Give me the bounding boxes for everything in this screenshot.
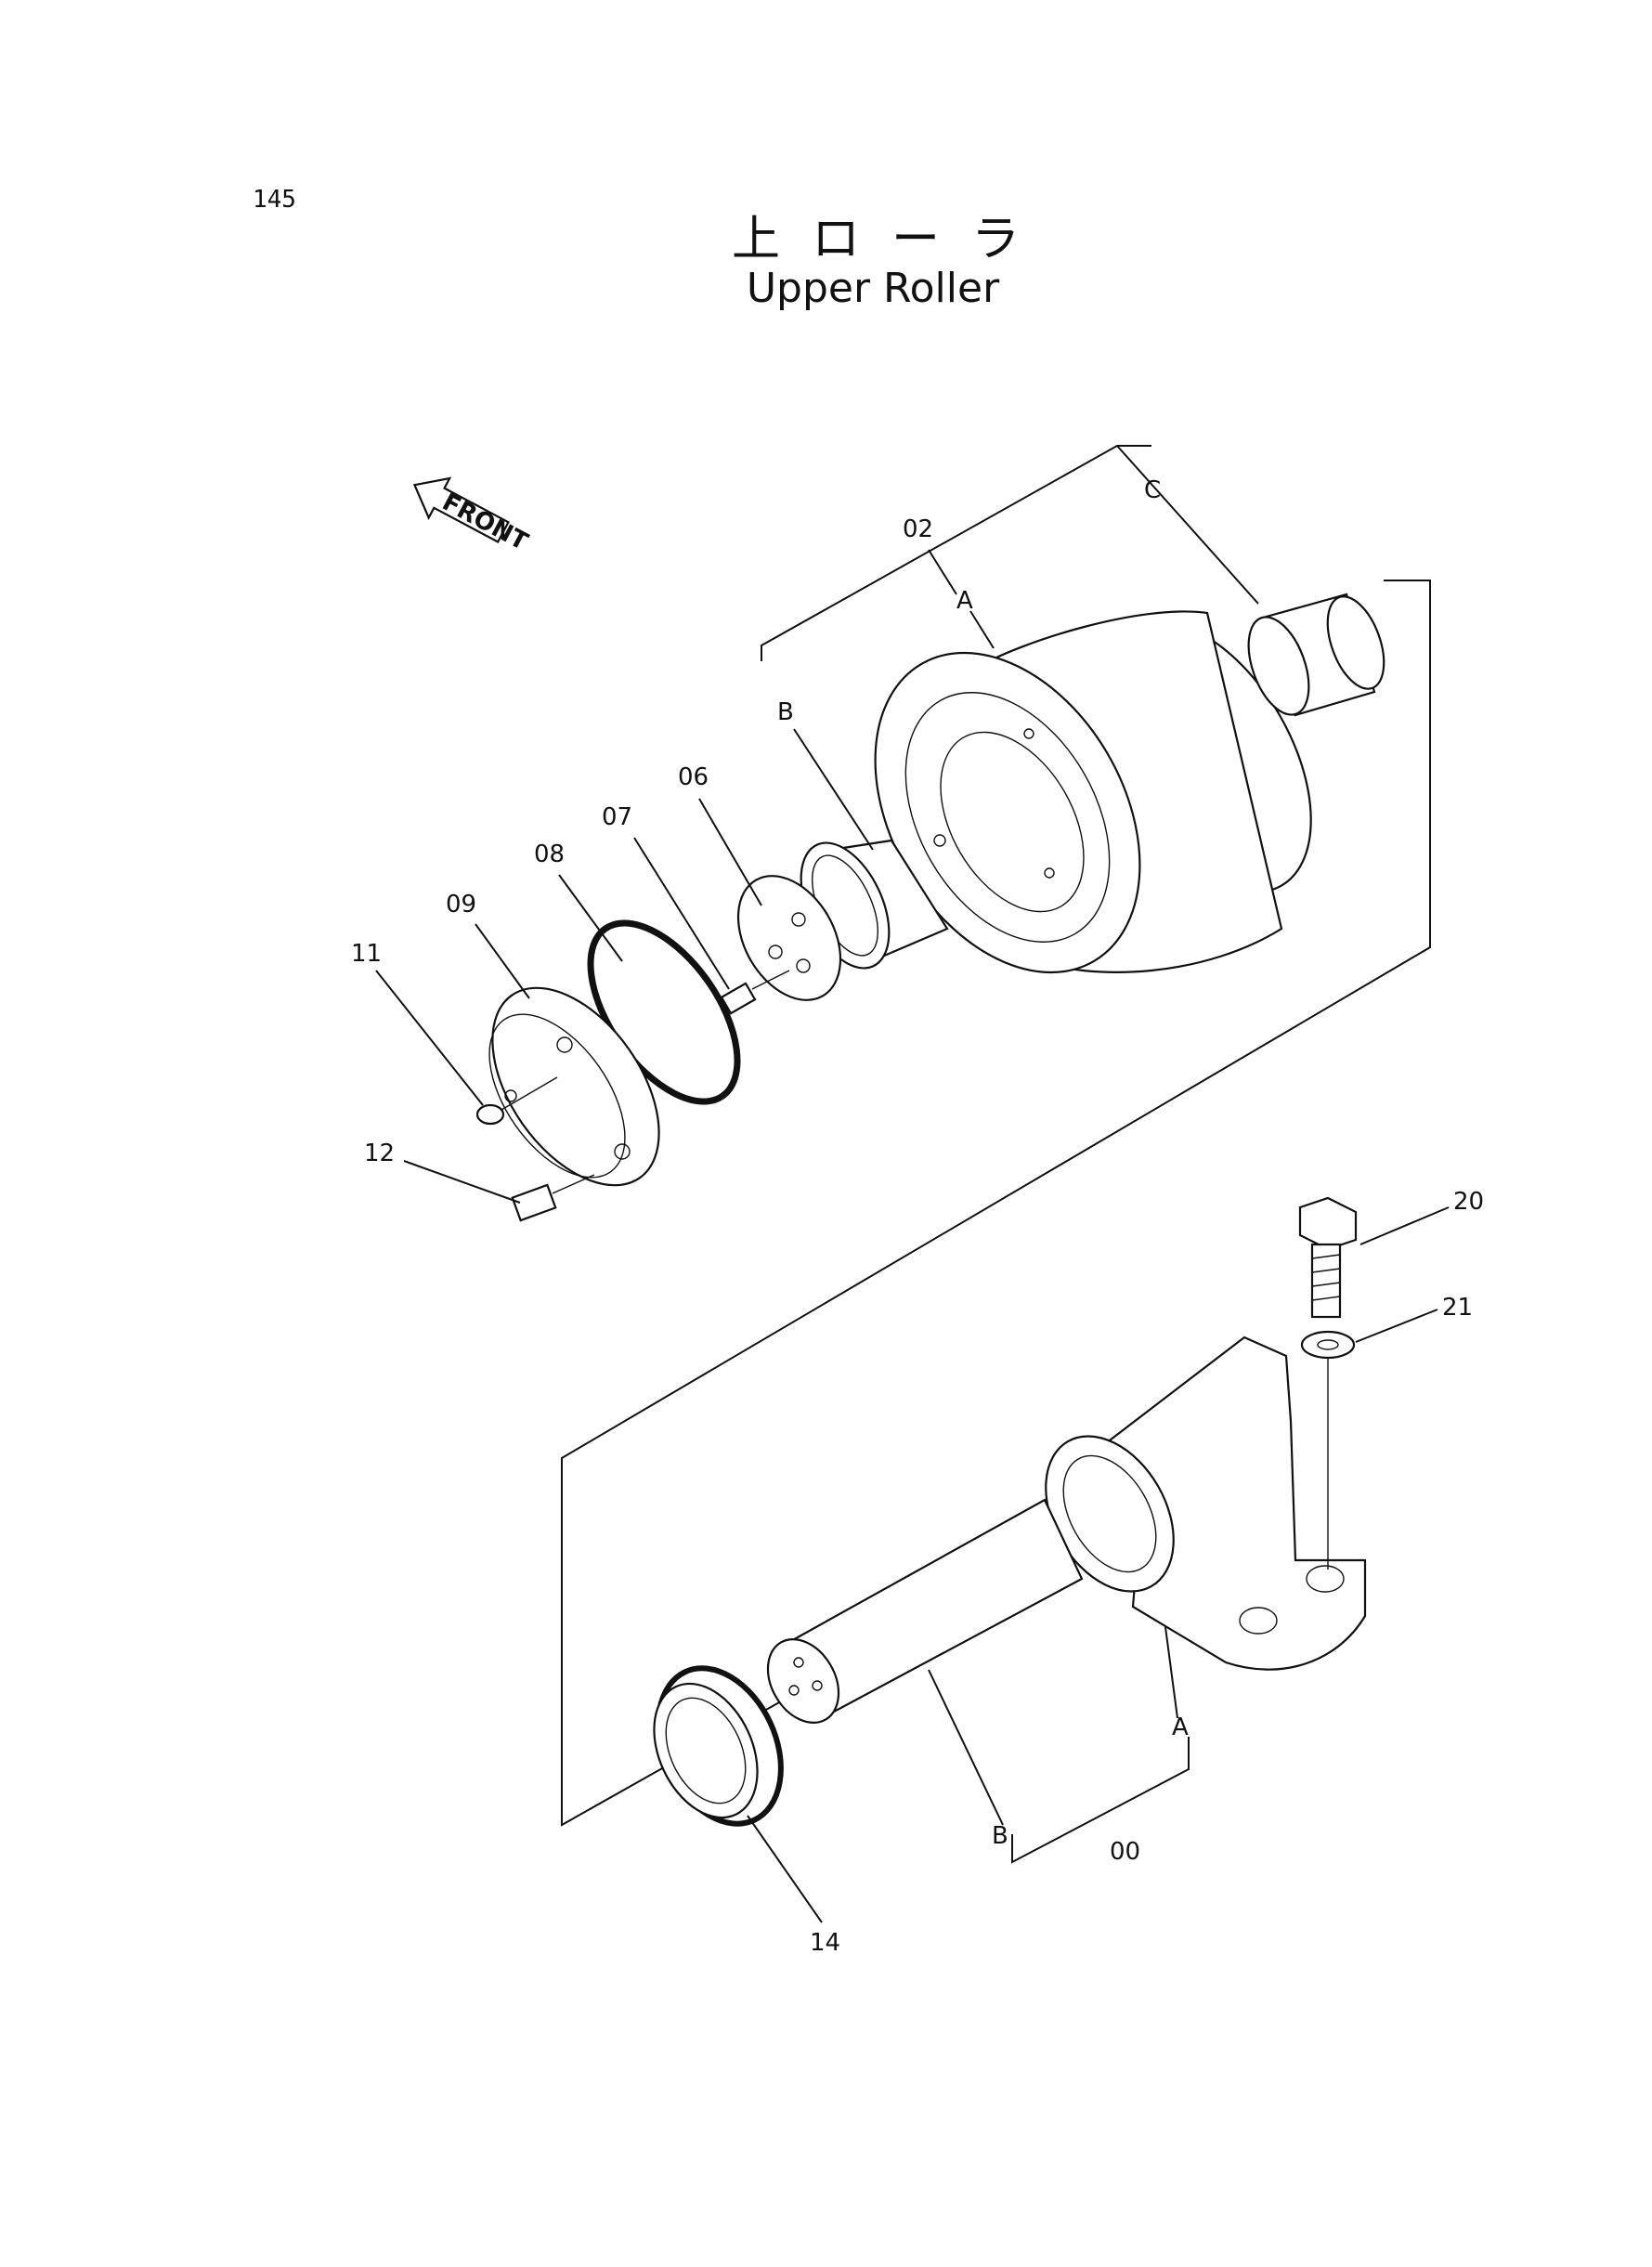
- label-12: 12: [364, 1140, 395, 1167]
- leader-lines: [375, 549, 1450, 1923]
- label-B-bottom: B: [992, 1822, 1008, 1850]
- washer-part: [1300, 1330, 1356, 1570]
- label-02: 02: [903, 515, 933, 543]
- roller-body-part: [874, 610, 1312, 974]
- label-06: 06: [678, 763, 709, 791]
- assembly-brackets: [561, 445, 1431, 1864]
- floating-seal-part: [653, 1665, 784, 1827]
- title-english: Upper Roller: [746, 265, 1000, 312]
- front-arrow-icon: FRONT: [412, 476, 532, 556]
- page-number: 145: [253, 186, 296, 214]
- label-20: 20: [1453, 1188, 1484, 1216]
- label-08: 08: [534, 840, 565, 868]
- label-00: 00: [1110, 1838, 1140, 1866]
- label-09: 09: [446, 891, 476, 919]
- thrust-plate-part: [736, 875, 842, 1001]
- shaft-part: [766, 1498, 1084, 1725]
- label-21: 21: [1442, 1294, 1473, 1322]
- label-07: 07: [602, 803, 632, 831]
- mounting-bolt-part: [1298, 1196, 1358, 1319]
- label-14: 14: [810, 1929, 840, 1957]
- plug-part: [475, 1076, 558, 1126]
- label-A-bottom: A: [1172, 1713, 1189, 1741]
- cover-part: [488, 986, 660, 1187]
- label-B-top: B: [777, 698, 794, 726]
- bushing-part: [1247, 593, 1385, 717]
- cover-bolt-part: [511, 1174, 595, 1222]
- title-japanese: 上ローラ: [731, 212, 1051, 267]
- label-C: C: [1144, 476, 1161, 504]
- screw-part: [720, 970, 790, 1015]
- label-A-top: A: [956, 587, 973, 615]
- label-11: 11: [351, 940, 382, 968]
- bracket-housing-part: [1045, 1335, 1367, 1671]
- front-arrow-text: FRONT: [437, 489, 532, 556]
